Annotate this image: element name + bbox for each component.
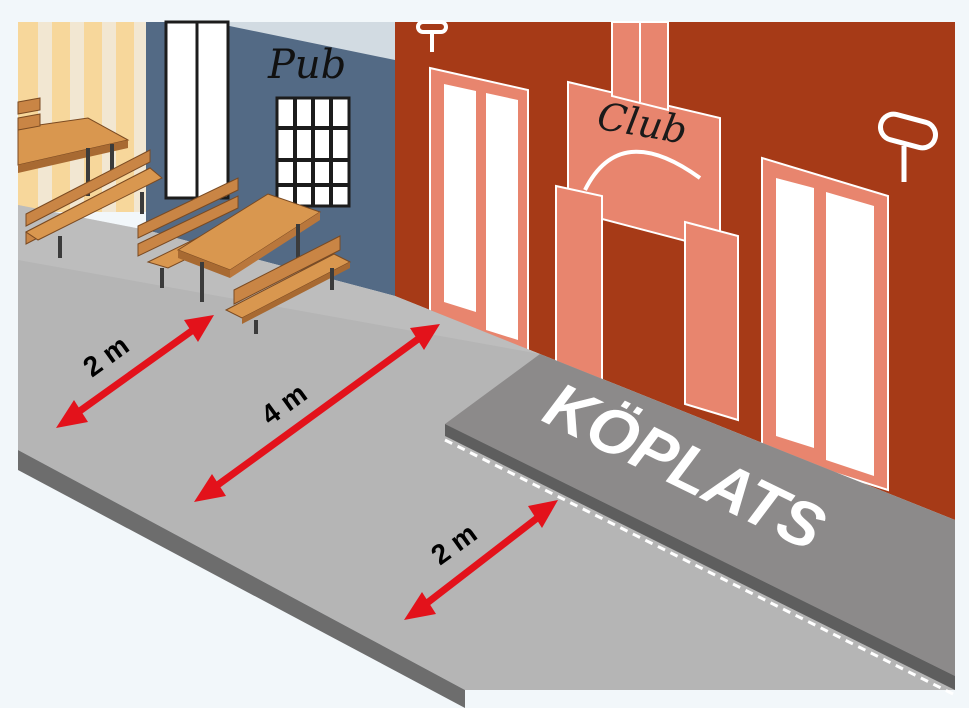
arrow-queue-gap bbox=[404, 500, 558, 620]
queue-zone: KÖPLATS bbox=[444, 354, 956, 697]
pub-window bbox=[275, 96, 351, 208]
pub-building: Pub bbox=[146, 20, 395, 296]
club-arch bbox=[555, 21, 739, 422]
table-right bbox=[176, 193, 322, 302]
club-right-door bbox=[761, 156, 889, 492]
club-sign-hooks bbox=[416, 20, 938, 182]
club-left-door bbox=[429, 66, 529, 354]
club-building: Club bbox=[395, 20, 955, 520]
bench-right-front bbox=[224, 235, 352, 334]
pub-sign: Pub bbox=[267, 42, 346, 88]
bench-left-back bbox=[17, 97, 41, 131]
table-left bbox=[17, 117, 130, 196]
outdoor-seating bbox=[17, 97, 352, 334]
arrow-walkway-width bbox=[194, 324, 440, 502]
bench-left-front bbox=[25, 149, 163, 258]
arrow-seating-width bbox=[56, 315, 214, 428]
